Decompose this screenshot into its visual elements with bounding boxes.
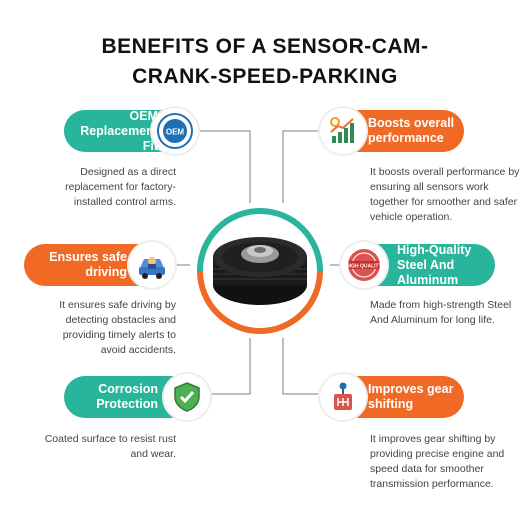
benefit-gear-shifting-card: Improves gear shifting xyxy=(320,374,464,420)
benefit-performance-card: Boosts overall performance xyxy=(320,108,464,154)
page-title-line-1: BENEFITS OF A SENSOR-CAM- xyxy=(101,35,429,58)
benefit-high-quality-description: Made from high-strength Steel And Alumin… xyxy=(370,299,512,326)
benefit-performance-description: It boosts overall performance by ensurin… xyxy=(370,166,520,223)
high-quality-stamp-icon: HIGH QUALITY xyxy=(341,242,387,288)
benefit-high-quality-heading-line-2: Steel And xyxy=(397,258,455,272)
benefit-corrosion-card: Corrosion Protection xyxy=(64,374,210,420)
benefit-oem-description: Designed as a direct replacement for fac… xyxy=(65,166,176,208)
shield-check-icon xyxy=(164,374,210,420)
benefit-safe-driving-card: Ensures safe driving xyxy=(24,242,175,288)
svg-text:OEM: OEM xyxy=(166,128,185,137)
benefit-performance-heading-line-1: Boosts overall xyxy=(368,116,455,130)
benefit-oem-card: OEM Replacement Fit OEM xyxy=(64,108,198,154)
benefit-high-quality-heading-line-3: Aluminum xyxy=(397,273,459,287)
benefit-high-quality-card: HIGH QUALITY High-Quality Steel And Alum… xyxy=(341,242,495,288)
benefit-corrosion-description: Coated surface to resist rust and wear. xyxy=(44,433,176,460)
benefit-high-quality-heading-line-1: High-Quality xyxy=(397,243,472,257)
svg-text:HIGH QUALITY: HIGH QUALITY xyxy=(346,264,382,270)
benefit-corrosion-heading-line-2: Protection xyxy=(96,397,158,411)
performance-growth-icon xyxy=(320,108,366,154)
benefit-gear-shifting-heading-line-1: Improves gear xyxy=(368,382,454,396)
benefit-gear-shifting-description: It improves gear shifting by providing p… xyxy=(370,433,505,490)
benefit-oem-heading-line-1: OEM xyxy=(129,108,158,123)
page-title-line-2: CRANK-SPEED-PARKING xyxy=(132,65,398,88)
benefit-safe-driving-heading-line-1: Ensures safe xyxy=(49,250,127,264)
oem-badge-icon: OEM xyxy=(152,108,198,154)
product-image-crankshaft-pulley xyxy=(186,197,334,345)
benefit-performance-heading-line-2: performance xyxy=(368,131,444,145)
benefit-oem-heading-line-2: Replacement Fit xyxy=(80,123,158,153)
gear-shifter-icon xyxy=(320,374,366,420)
benefit-corrosion-heading-line-1: Corrosion xyxy=(98,382,158,396)
benefit-safe-driving-heading-line-2: driving xyxy=(85,265,127,279)
benefit-gear-shifting-heading-line-2: shifting xyxy=(368,397,414,411)
benefit-safe-driving-description: It ensures safe driving by detecting obs… xyxy=(59,299,176,356)
driver-car-icon xyxy=(129,242,175,288)
